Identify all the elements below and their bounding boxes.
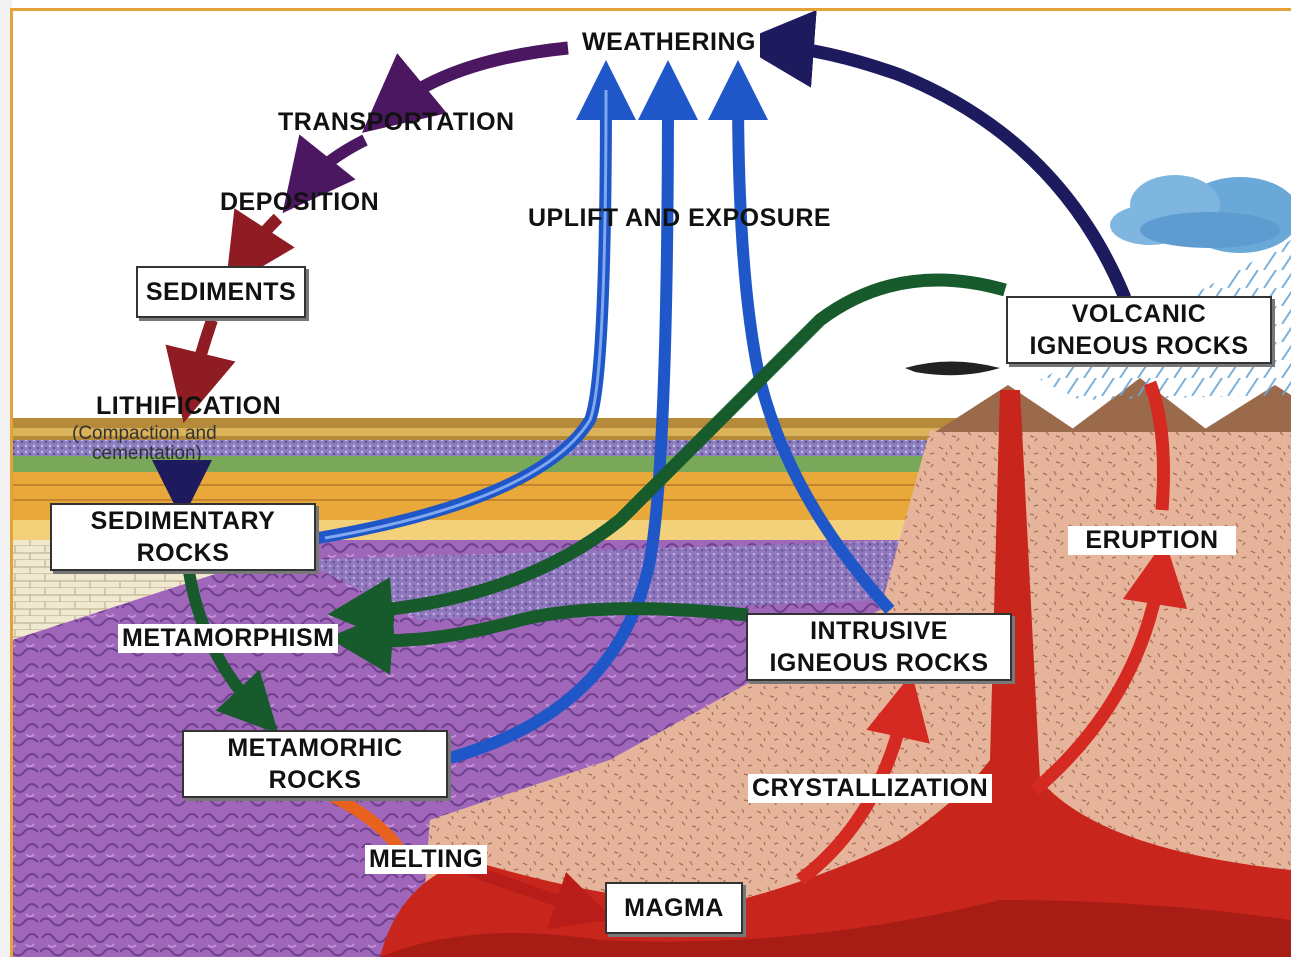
sedimentary-text-2: ROCKS (137, 537, 230, 569)
magma-text: MAGMA (624, 892, 724, 924)
deposition-label: DEPOSITION (220, 188, 379, 217)
metamorphic-text-1: METAMORHIC (227, 732, 402, 764)
melting-label: MELTING (365, 845, 487, 874)
transportation-label: TRANSPORTATION (278, 108, 515, 137)
magma-box: MAGMA (605, 882, 743, 934)
intrusive-igneous-rocks-box: INTRUSIVE IGNEOUS ROCKS (746, 613, 1012, 681)
intrusive-text-2: IGNEOUS ROCKS (769, 647, 988, 679)
metamorphism-label: METAMORPHISM (118, 624, 338, 653)
volcanic-text-2: IGNEOUS ROCKS (1029, 330, 1248, 362)
lithification-note-1: (Compaction and (72, 424, 217, 444)
volcanic-text-1: VOLCANIC (1072, 298, 1207, 330)
metamorphic-rocks-box: METAMORHIC ROCKS (182, 730, 448, 798)
sediments-text: SEDIMENTS (146, 276, 296, 308)
volcanic-igneous-rocks-box: VOLCANIC IGNEOUS ROCKS (1006, 296, 1272, 364)
eruption-label: ERUPTION (1068, 526, 1236, 555)
weathering-label: WEATHERING (578, 28, 760, 57)
metamorphic-text-2: ROCKS (269, 764, 362, 796)
sedimentary-text-1: SEDIMENTARY (91, 505, 276, 537)
sediments-box: SEDIMENTS (136, 266, 306, 318)
crystallization-label: CRYSTALLIZATION (748, 774, 992, 803)
intrusive-text-1: INTRUSIVE (810, 615, 948, 647)
uplift-label: UPLIFT AND EXPOSURE (528, 204, 831, 233)
lithification-note-2: cementation) (92, 444, 202, 464)
left-margin (0, 0, 12, 957)
sedimentary-rocks-box: SEDIMENTARY ROCKS (50, 503, 316, 571)
lithification-label: LITHIFICATION (96, 392, 281, 421)
